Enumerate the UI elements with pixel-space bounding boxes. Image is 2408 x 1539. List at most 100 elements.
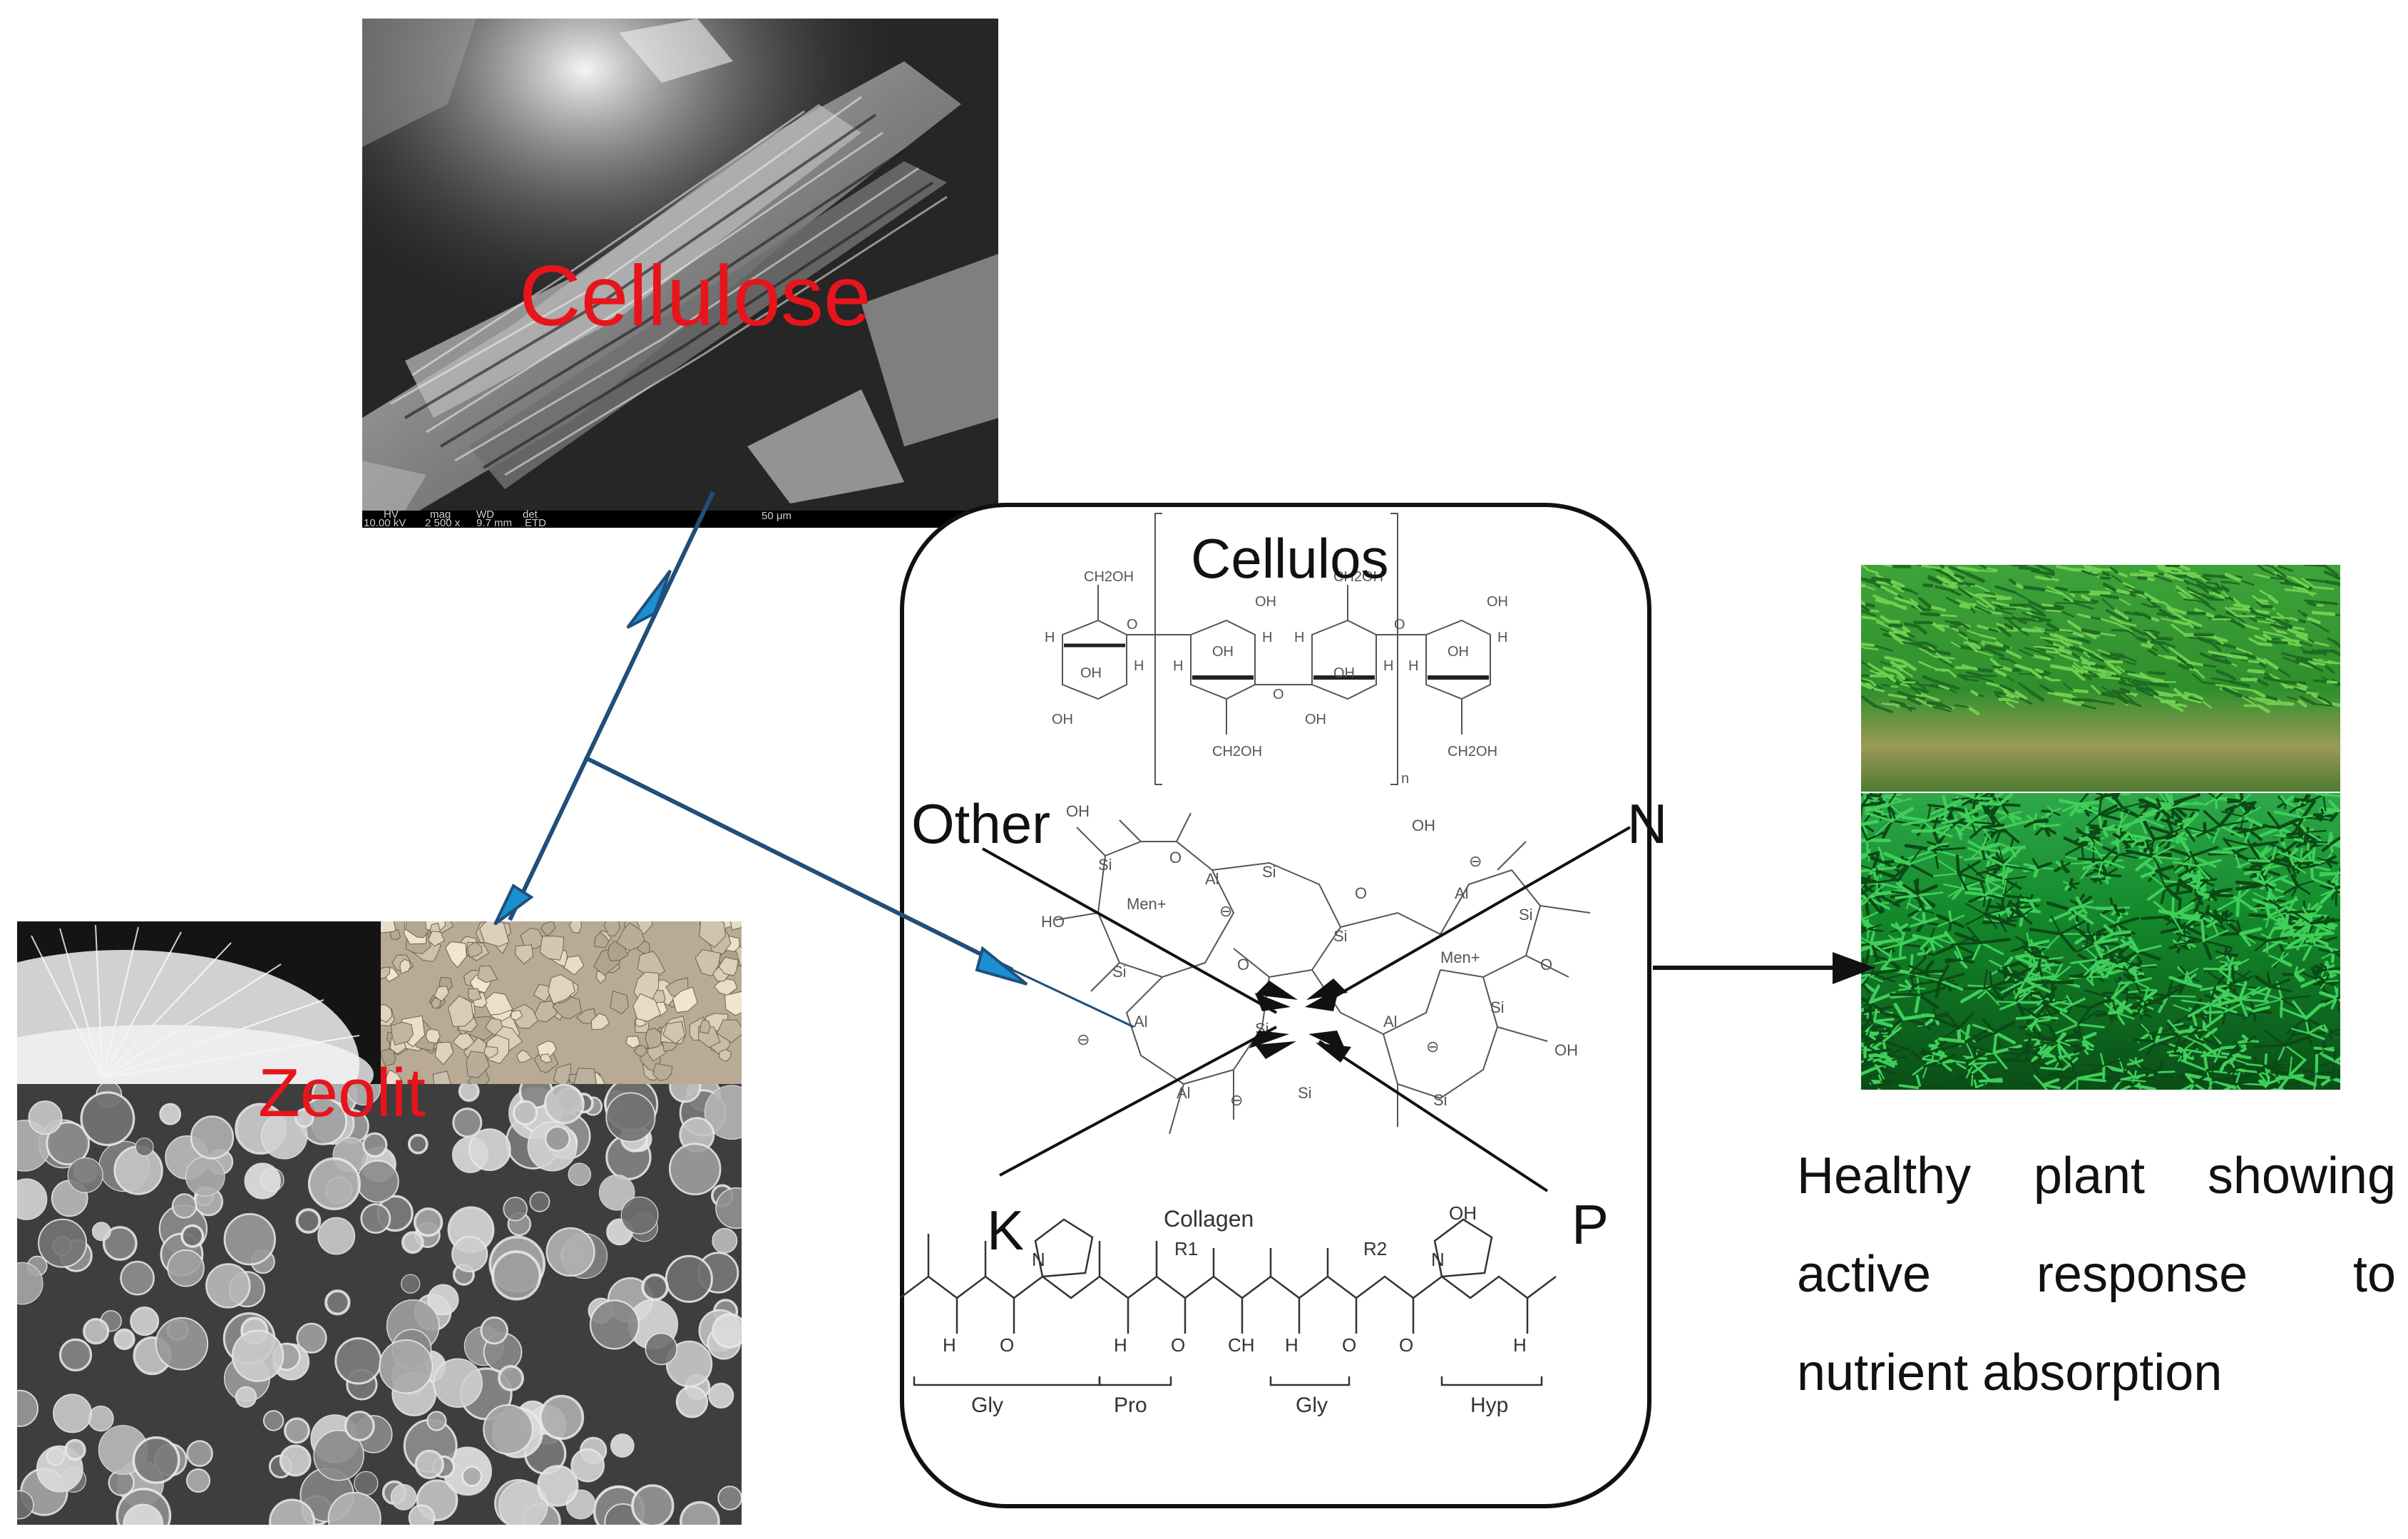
granule <box>511 1009 523 1021</box>
granule <box>516 1049 533 1063</box>
leaf <box>1927 794 1965 819</box>
granule <box>699 1019 711 1034</box>
leaf <box>2224 573 2255 586</box>
granule <box>632 993 662 1022</box>
collagen-title: Collagen <box>1164 1206 1254 1232</box>
leaf <box>1994 585 2031 602</box>
zeolite-crystal <box>46 1447 66 1466</box>
cellulose-oh-8: OH <box>1487 594 1508 610</box>
arrowhead-down-icon <box>493 884 534 926</box>
collagen-residue-hyp: Hyp <box>1470 1394 1508 1417</box>
leaf <box>2094 793 2116 802</box>
leaf <box>2125 968 2145 982</box>
leaf <box>2161 618 2189 625</box>
leaf <box>2100 618 2132 633</box>
zeolite-crystal <box>269 1498 315 1525</box>
zeolite-minus-5: ⊖ <box>1469 852 1482 870</box>
leaf <box>1861 695 1893 713</box>
zeolite-crystal <box>543 1084 585 1125</box>
line-k <box>999 1026 1277 1177</box>
leaf <box>2168 971 2203 995</box>
cellulose-oh-6: OH <box>1305 712 1326 727</box>
granule <box>633 1045 647 1058</box>
leaf <box>1861 600 1875 608</box>
leaf <box>1892 630 1915 638</box>
granule <box>590 1013 610 1031</box>
leaf <box>1898 1074 1943 1090</box>
leaf <box>2062 698 2097 710</box>
zeolite-crystal <box>570 1448 605 1483</box>
leaf <box>2014 663 2043 680</box>
leaf <box>2111 1070 2156 1090</box>
leaf <box>1966 670 1997 678</box>
leaf <box>2273 565 2293 572</box>
leaf <box>1984 645 2022 659</box>
leaf <box>2044 574 2059 582</box>
cellulose-ch2oh-3: CH2OH <box>1333 569 1383 585</box>
leaf <box>2173 921 2233 960</box>
leaf <box>1861 583 1876 591</box>
leaf <box>1954 704 1980 716</box>
leaf <box>2164 565 2191 571</box>
leaf <box>2041 805 2061 818</box>
leaf <box>2109 615 2137 627</box>
leaf <box>1964 814 2005 840</box>
zeolite-crystal <box>327 1491 381 1525</box>
leaf <box>2203 953 2250 985</box>
zeolite-crystal <box>483 1404 533 1455</box>
zeolite-crystal <box>294 1108 314 1128</box>
collagen-ch: CH <box>1228 1334 1255 1356</box>
zeolite-si-1: Si <box>1098 856 1112 874</box>
zeolite-al-2: Al <box>1455 884 1469 902</box>
zeolite-crystal <box>262 1410 285 1431</box>
zeolite-crystal <box>80 1091 135 1147</box>
zeolite-si-2: Si <box>1262 863 1276 881</box>
leaf <box>1861 604 1880 613</box>
zeolite-crystal <box>317 1217 356 1255</box>
granule <box>427 931 445 947</box>
leaf <box>1994 691 2015 699</box>
zeolite-crystal <box>17 1389 39 1427</box>
leaf <box>2024 647 2054 660</box>
zeolite-crystal <box>346 1084 381 1106</box>
box-to-plant-arrow <box>1653 952 1875 984</box>
cellulose-h-3: H <box>1173 658 1183 674</box>
cellulose-structure: CH2OH CH2OH CH2OH CH2OH OH OH OH OH OH O… <box>1045 513 1508 787</box>
collagen-o-1: O <box>1000 1334 1014 1356</box>
leaf <box>1903 622 1927 635</box>
leaf <box>2225 606 2256 618</box>
leaf <box>1972 1018 2016 1048</box>
leaf <box>1909 911 1940 933</box>
zeolite-crystal <box>641 1273 669 1302</box>
zeolite-crystal <box>413 1207 444 1237</box>
leaf <box>2279 620 2305 631</box>
zeolite-minus-4: ⊖ <box>1230 1091 1243 1109</box>
zeolite-crystal <box>244 1162 281 1200</box>
arrowhead-icon <box>1255 993 1291 1011</box>
leaf <box>1861 1032 1884 1059</box>
leaf <box>2238 1034 2260 1048</box>
leaf <box>1964 881 2005 908</box>
leaf <box>2200 1034 2247 1063</box>
leaf <box>2238 1000 2272 1022</box>
leaf <box>2318 944 2340 963</box>
leaf <box>2143 1061 2176 1083</box>
leaf <box>1896 675 1916 684</box>
leaf <box>1928 1039 1947 1053</box>
granule <box>672 986 698 1013</box>
granule <box>468 988 482 1001</box>
nutrient-label-p: P <box>1572 1193 1609 1256</box>
cellulose-h-5: H <box>1294 630 1304 645</box>
leaf <box>2183 691 2204 701</box>
leaf <box>1911 817 1953 844</box>
leaf <box>2307 660 2335 674</box>
plant-field-bottom-image <box>1861 793 2340 1090</box>
granule <box>405 921 432 939</box>
leaf <box>2049 1061 2106 1090</box>
leaf <box>1861 848 1880 862</box>
zeolite-label: Zeolit <box>258 1055 426 1131</box>
leaf <box>2147 670 2166 675</box>
zeolite-oh-3: OH <box>1554 1041 1578 1059</box>
zeolite-crystal <box>205 1263 251 1309</box>
leaf <box>1964 897 2010 929</box>
